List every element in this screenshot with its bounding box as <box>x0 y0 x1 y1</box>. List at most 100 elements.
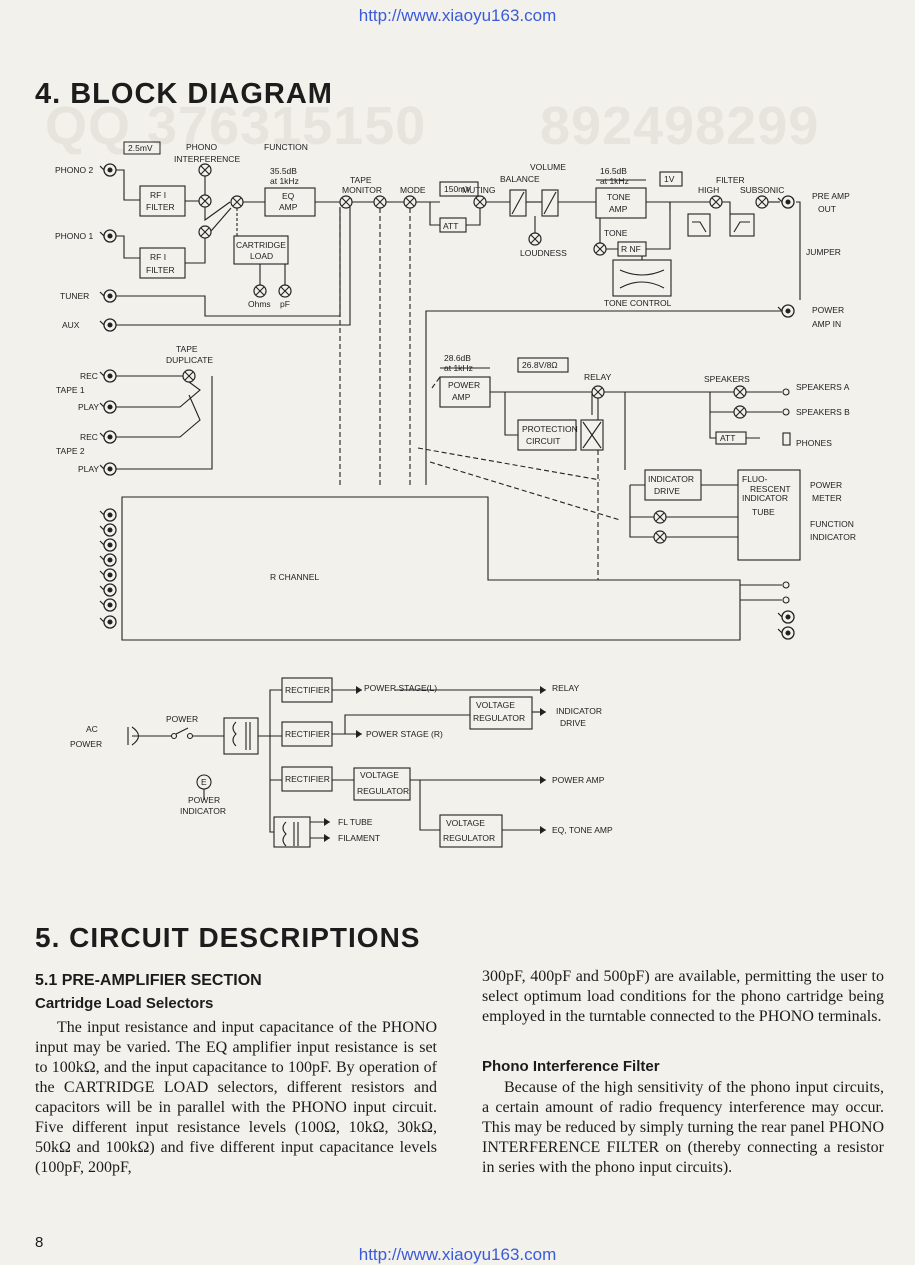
label-relay-out: RELAY <box>552 683 580 693</box>
label-play1: PLAY <box>78 402 99 412</box>
protection-2: CIRCUIT <box>526 436 560 446</box>
label-speakers-a: SPEAKERS A <box>796 382 850 392</box>
label-function: FUNCTION <box>264 142 308 152</box>
eq-amp-1: EQ <box>282 191 295 201</box>
label-phones: PHONES <box>796 438 832 448</box>
pre-amp-out-1: PRE AMP <box>812 191 850 201</box>
phono-heading: Phono Interference Filter <box>482 1058 660 1075</box>
label-power-stage-r: POWER STAGE (R) <box>366 729 443 739</box>
ac-power-2: POWER <box>70 739 102 749</box>
power-meter-2: METER <box>812 493 842 503</box>
eq-gain-2: at 1kHz <box>270 176 299 186</box>
ac-power-1: AC <box>86 724 98 734</box>
rectifier-3: RECTIFIER <box>285 774 330 784</box>
vreg-3b: REGULATOR <box>443 833 495 843</box>
rf-filter-b-1: RF I <box>150 252 166 262</box>
label-phono2: PHONO 2 <box>55 165 94 175</box>
label-pf: pF <box>280 299 290 309</box>
label-phono-interference-1: PHONO <box>186 142 218 152</box>
fluo-3: INDICATOR <box>742 493 788 503</box>
label-tone: TONE <box>604 228 628 238</box>
label-volume: VOLUME <box>530 162 566 172</box>
rf-filter-b-2: FILTER <box>146 265 175 275</box>
fluo-2: RESCENT <box>750 484 791 494</box>
cart-load-2: LOAD <box>250 251 273 261</box>
label-att: ATT <box>443 221 458 231</box>
function-indicator-1: FUNCTION <box>810 519 854 529</box>
label-tone-control: TONE CONTROL <box>604 298 672 308</box>
label-high: HIGH <box>698 185 719 195</box>
label-rec2: REC <box>80 432 98 442</box>
power-gain-2: at 1kHz <box>444 363 473 373</box>
label-subsonic: SUBSONIC <box>740 185 784 195</box>
watermark-number: 892498299 <box>540 96 820 156</box>
cart-load-1: CARTRIDGE <box>236 240 286 250</box>
label-filter: FILTER <box>716 175 745 185</box>
watermark-qq: QQ 376315150 <box>45 96 427 156</box>
page-number: 8 <box>35 1234 44 1251</box>
source-url-bottom[interactable]: http://www.xiaoyu163.com <box>358 1245 557 1264</box>
block-diagram: PHONO 2 PHONO 1 TUNER AUX REC TAPE 1 PLA… <box>55 141 856 848</box>
vreg-2a: VOLTAGE <box>360 770 399 780</box>
rectifier-2: RECTIFIER <box>285 729 330 739</box>
rectifier-1: RECTIFIER <box>285 685 330 695</box>
label-rnf: R NF <box>621 244 641 254</box>
lamp-letter: E <box>201 777 207 787</box>
label-ohms: Ohms <box>248 299 271 309</box>
eq-amp-2: AMP <box>279 202 298 212</box>
indicator-drive-out-2: DRIVE <box>560 718 586 728</box>
label-att-phones: ATT <box>720 433 735 443</box>
section-5-title: 5. CIRCUIT DESCRIPTIONS <box>35 922 421 953</box>
vreg-2b: REGULATOR <box>357 786 409 796</box>
indicator-drive-1: INDICATOR <box>648 474 694 484</box>
phono-paragraph: Because of the high sensitivity of the p… <box>482 1079 884 1176</box>
output-level: 26.8V/8Ω <box>522 360 558 370</box>
label-speakers: SPEAKERS <box>704 374 750 384</box>
vreg-1a: VOLTAGE <box>476 700 515 710</box>
source-url-top[interactable]: http://www.xiaoyu163.com <box>358 6 557 25</box>
label-rec1: REC <box>80 371 98 381</box>
label-mode: MODE <box>400 185 426 195</box>
indicator-drive-2: DRIVE <box>654 486 680 496</box>
vreg-3a: VOLTAGE <box>446 818 485 828</box>
label-fl-tube: FL TUBE <box>338 817 373 827</box>
label-tuner: TUNER <box>60 291 89 301</box>
label-jumper: JUMPER <box>806 247 841 257</box>
power-amp-in-1: POWER <box>812 305 844 315</box>
power-amp-in-2: AMP IN <box>812 319 841 329</box>
tone-amp-2: AMP <box>609 204 628 214</box>
label-eq-tone-amp-out: EQ, TONE AMP <box>552 825 613 835</box>
level-1v: 1V <box>664 174 675 184</box>
label-play2: PLAY <box>78 464 99 474</box>
label-power-stage-l: POWER STAGE(L) <box>364 683 437 693</box>
pre-amp-out-2: OUT <box>818 204 836 214</box>
tape-duplicate-1: TAPE <box>176 344 198 354</box>
label-muting: MUTING <box>462 185 496 195</box>
label-phono1: PHONO 1 <box>55 231 94 241</box>
fluo-1: FLUO- <box>742 474 768 484</box>
tape-monitor-1: TAPE <box>350 175 372 185</box>
power-indicator-2: INDICATOR <box>180 806 226 816</box>
power-meter-1: POWER <box>810 480 842 490</box>
cartridge-paragraph-continued: 300pF, 400pF and 500pF) are available, p… <box>482 968 884 1025</box>
cartridge-heading: Cartridge Load Selectors <box>35 995 214 1012</box>
tone-gain-1: 16.5dB <box>600 166 627 176</box>
label-tape2: TAPE 2 <box>56 446 85 456</box>
tone-amp-1: TONE <box>607 192 631 202</box>
eq-gain-1: 35.5dB <box>270 166 297 176</box>
rf-filter-a-2: FILTER <box>146 202 175 212</box>
power-amp-1: POWER <box>448 380 480 390</box>
label-tape1: TAPE 1 <box>56 385 85 395</box>
label-aux: AUX <box>62 320 80 330</box>
function-indicator-2: INDICATOR <box>810 532 856 542</box>
fluo-4: TUBE <box>752 507 775 517</box>
section-5-1-title: 5.1 PRE-AMPLIFIER SECTION <box>35 972 262 989</box>
rf-filter-a-1: RF I <box>150 190 166 200</box>
label-phono-interference-2: INTERFERENCE <box>174 154 240 164</box>
label-speakers-b: SPEAKERS B <box>796 407 850 417</box>
vreg-1b: REGULATOR <box>473 713 525 723</box>
power-gain-1: 28.6dB <box>444 353 471 363</box>
label-loudness: LOUDNESS <box>520 248 567 258</box>
section-4-title: 4. BLOCK DIAGRAM <box>35 78 333 110</box>
indicator-drive-out-1: INDICATOR <box>556 706 602 716</box>
